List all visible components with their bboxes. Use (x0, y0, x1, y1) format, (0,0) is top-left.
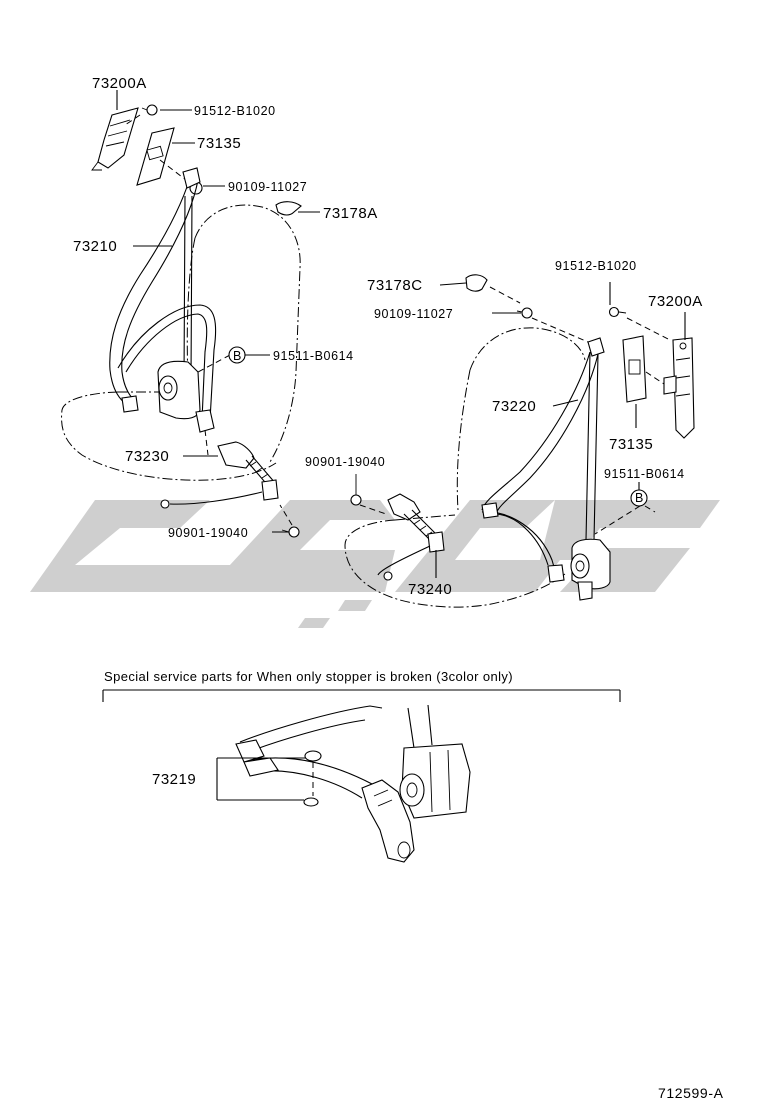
buckle-bolt-upper-label: 90901-19040 (305, 455, 385, 469)
left-bolt-top-label: 91512-B1020 (194, 104, 276, 118)
left-belt-label: 73210 (73, 238, 117, 255)
brand-watermark-logo (30, 500, 720, 628)
right-cover-label: 73135 (609, 436, 653, 453)
right-bolt-top-label: 91512-B1020 (555, 259, 637, 273)
right-buckle-label: 73240 (408, 581, 452, 598)
right-bolt-top (608, 282, 671, 341)
left-cover (136, 127, 175, 186)
right-seat-outline (344, 327, 586, 608)
left-bolt-anchor-label: 90109-11027 (228, 180, 307, 194)
special-parts-bracket (102, 689, 621, 702)
left-bolt-top (124, 104, 158, 126)
right-anchor-plate-label: 73200A (648, 293, 703, 310)
right-belt (481, 337, 611, 601)
left-anchor-plate-label: 73200A (92, 75, 147, 92)
special-part-number-label: 73219 (152, 771, 196, 788)
left-retractor-ref-letter: B (233, 349, 242, 363)
left-retractor-bolt-label: 91511-B0614 (273, 349, 354, 363)
buckle-bolt-lower-label: 90901-19040 (168, 526, 248, 540)
right-retractor-bolt-label: 91511-B0614 (604, 467, 685, 481)
left-cover-label: 73135 (197, 135, 241, 152)
right-buckle-bolt (350, 474, 387, 515)
left-retractor-ref-circle (228, 346, 246, 364)
right-bolt-anchor (516, 307, 589, 343)
special-parts-drawing (216, 704, 471, 863)
right-clip (465, 274, 488, 292)
right-anchor-plate (663, 337, 695, 439)
left-buckle (160, 441, 279, 509)
right-belt-label: 73220 (492, 398, 536, 415)
left-buckle-label: 73230 (125, 448, 169, 465)
right-bolt-anchor-label: 90109-11027 (374, 307, 453, 321)
diagram-reference-code: 712599-A (658, 1085, 724, 1101)
right-cover (622, 335, 647, 403)
left-leader-lines (116, 90, 320, 533)
left-belt (109, 167, 217, 456)
left-anchor-plate (91, 107, 139, 171)
left-clip-label: 73178A (323, 205, 378, 222)
right-leader-lines (435, 282, 686, 578)
right-retractor-ref-letter: B (635, 491, 644, 505)
right-buckle (377, 493, 445, 581)
special-parts-note: Special service parts for When only stop… (104, 669, 513, 684)
left-clip (275, 201, 302, 216)
right-clip-label: 73178C (367, 277, 423, 294)
right-retractor-ref-circle (630, 489, 648, 507)
